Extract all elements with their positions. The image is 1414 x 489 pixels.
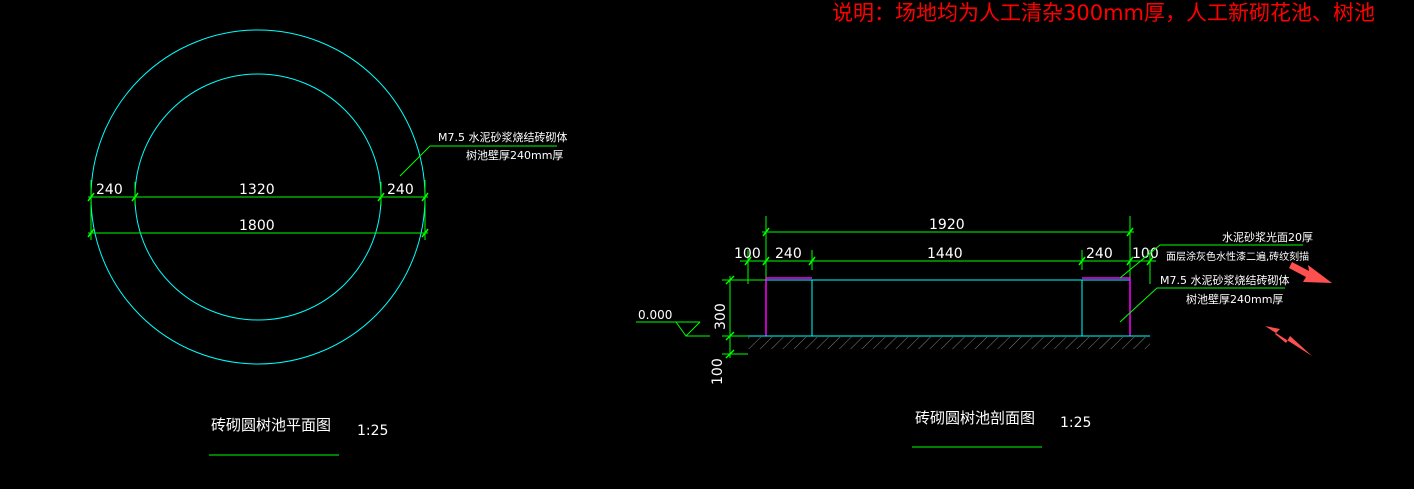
wall-leader bbox=[1119, 287, 1285, 323]
section-dim-height: 300 bbox=[713, 303, 729, 330]
section-dim-slash bbox=[808, 256, 816, 266]
right-finish-layer bbox=[1082, 277, 1131, 336]
plan-dim-inner: 1320 bbox=[239, 182, 275, 198]
plan-leader-text-2: 树池壁厚240mm厚 bbox=[466, 148, 563, 162]
ground-hatch bbox=[748, 337, 1150, 349]
plan-dim-right: 240 bbox=[387, 182, 414, 198]
annotation-arrow bbox=[1289, 262, 1332, 283]
left-finish-layer bbox=[765, 277, 812, 336]
finish-text-1: 水泥砂浆光面20厚 bbox=[1222, 230, 1313, 244]
plan-leader bbox=[399, 145, 557, 177]
section-dim-slash bbox=[744, 256, 752, 266]
section-vdim-slash bbox=[725, 349, 735, 359]
plan-dim-slash bbox=[421, 228, 429, 238]
section-dim-slash bbox=[1126, 227, 1134, 237]
section-dim-right-wall: 240 bbox=[1086, 246, 1113, 262]
section-view: 1920 100 240 1440 240 100 3 bbox=[636, 216, 1332, 448]
section-scale: 1:25 bbox=[1060, 415, 1091, 431]
plan-dim-left: 240 bbox=[96, 182, 123, 198]
section-dim-slash bbox=[762, 227, 770, 237]
section-vdim-slash bbox=[725, 275, 735, 285]
section-dim-left-offset: 100 bbox=[734, 246, 761, 262]
right-wall bbox=[1081, 279, 1131, 337]
section-dim-slash bbox=[762, 256, 770, 266]
plan-leader-text-1: M7.5 水泥砂浆烧结砖砌体 bbox=[438, 130, 567, 144]
plan-view: 240 1320 240 1800 M7.5 水泥砂浆烧结砖砌体 树池壁厚240… bbox=[87, 29, 567, 456]
section-dim-slash bbox=[1146, 256, 1154, 266]
section-dim-total: 1920 bbox=[929, 217, 965, 233]
plan-dim-outer: 1800 bbox=[239, 218, 275, 234]
plan-dim-slash bbox=[131, 192, 139, 202]
plan-title: 砖砌圆树池平面图 bbox=[211, 416, 331, 434]
level-value: 0.000 bbox=[638, 308, 672, 322]
section-dim-base: 100 bbox=[710, 358, 726, 385]
finish-text-2: 面层涂灰色水性漆二遍,砖纹刻描 bbox=[1166, 250, 1309, 263]
section-dim-inner: 1440 bbox=[927, 246, 963, 262]
annotation-arrow bbox=[1265, 326, 1312, 356]
finish-leader bbox=[1119, 244, 1303, 279]
section-vdim-slash bbox=[725, 331, 735, 341]
plan-dim-slash bbox=[421, 192, 429, 202]
wall-text-1: M7.5 水泥砂浆烧结砖砌体 bbox=[1160, 273, 1289, 287]
section-title: 砖砌圆树池剖面图 bbox=[915, 409, 1035, 427]
drawing-note: 说明：场地均为人工清杂300mm厚，人工新砌花池、树池 bbox=[832, 1, 1375, 25]
section-dim-right-offset: 100 bbox=[1132, 246, 1159, 262]
plan-dim-slash bbox=[87, 192, 95, 202]
level-symbol bbox=[675, 321, 701, 337]
left-wall bbox=[765, 279, 813, 337]
section-dim-slash bbox=[1126, 256, 1134, 266]
wall-text-2: 树池壁厚240mm厚 bbox=[1186, 292, 1283, 306]
section-dim-left-wall: 240 bbox=[775, 246, 802, 262]
plan-dim-slash bbox=[87, 228, 95, 238]
section-dim-slash bbox=[1078, 256, 1086, 266]
plan-dim-slash bbox=[377, 192, 385, 202]
plan-scale: 1:25 bbox=[357, 423, 388, 439]
